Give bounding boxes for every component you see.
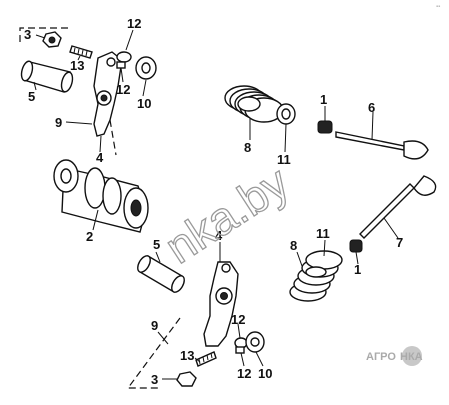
brand-logo-right: НКА — [400, 351, 423, 363]
callout-1-top: 1 — [320, 92, 327, 107]
leader-13-lower — [194, 357, 201, 363]
brand-logo: АГРО НКА — [366, 346, 423, 366]
leader-1-lower — [355, 251, 359, 265]
callout-12-low-a: 12 — [231, 312, 245, 327]
brand-logo-left: АГРО — [366, 351, 396, 363]
leader-12-lower-a — [237, 323, 241, 339]
callout-8-low: 8 — [290, 238, 297, 253]
callout-3-top: 3 — [24, 27, 31, 42]
callout-10-low: 10 — [258, 366, 272, 381]
callout-7: 7 — [396, 235, 403, 250]
leader-2 — [92, 209, 99, 231]
dashed-bracket-upper-right — [109, 119, 117, 156]
leader-6 — [371, 111, 374, 141]
callout-13-top: 13 — [70, 58, 84, 73]
valve-seal-part-1-lower — [349, 239, 363, 253]
leader-4-upper — [99, 135, 102, 153]
callout-5-top: 5 — [28, 89, 35, 104]
callout-11-low: 11 — [316, 226, 330, 241]
adjuster-part-12-upper — [116, 51, 132, 69]
valve-part-7 — [359, 175, 437, 239]
camshaft-part-2 — [53, 159, 149, 233]
nut-part-3-lower — [176, 371, 197, 387]
washer-part-10-lower — [245, 331, 265, 353]
pin-part-5-lower — [137, 255, 185, 293]
leader-12-lower-b — [240, 352, 245, 367]
corner-mark: ▪▪ — [436, 4, 440, 10]
bolt-part-13-upper — [69, 45, 93, 59]
callout-3-low: 3 — [151, 372, 158, 387]
leader-9-lower — [157, 331, 169, 345]
leader-12-upper-b — [120, 67, 124, 83]
valve-cap-part-11-upper — [276, 103, 296, 125]
leader-13-upper — [77, 55, 81, 61]
valve-part-6 — [335, 131, 429, 160]
valve-spring-part-8-lower — [289, 250, 343, 302]
adjuster-part-12-lower — [234, 337, 248, 354]
callout-4-mid: 4 — [215, 228, 223, 243]
leader-5-upper — [33, 81, 37, 91]
watermark-text: nka.by — [156, 156, 298, 273]
leader-9-upper — [65, 121, 93, 125]
dashed-bracket-upper — [19, 27, 70, 42]
leader-7 — [383, 217, 399, 239]
callout-1-low: 1 — [354, 262, 361, 277]
pin-part-5-upper — [20, 60, 74, 93]
callout-9-low: 9 — [151, 318, 158, 333]
valve-spring-part-8-upper — [224, 85, 284, 123]
callout-9-top: 9 — [55, 115, 62, 130]
callout-13-low: 13 — [180, 348, 194, 363]
leader-12-upper-a — [125, 29, 134, 51]
valve-seal-part-1-upper — [317, 120, 333, 134]
callout-8-top: 8 — [244, 140, 251, 155]
callout-4-top: 4 — [96, 150, 104, 165]
callout-12-low-b: 12 — [237, 366, 251, 381]
callout-2: 2 — [86, 229, 93, 244]
leader-8-lower — [296, 251, 303, 267]
leader-10-upper — [142, 79, 147, 97]
brand-logo-badge — [402, 346, 422, 366]
leader-10-lower — [255, 351, 264, 367]
callout-10-top: 10 — [137, 96, 151, 111]
callout-5-mid: 5 — [153, 237, 160, 252]
callout-12-top-a: 12 — [127, 16, 141, 31]
callout-11-top: 11 — [277, 152, 291, 167]
rocker-arm-part-4-lower — [203, 261, 239, 347]
leader-11-lower — [323, 239, 326, 257]
callout-6: 6 — [368, 100, 375, 115]
leader-3-upper — [35, 34, 46, 39]
leader-5-mid — [155, 251, 161, 263]
bolt-part-13-lower — [195, 351, 217, 367]
washer-part-10-upper — [135, 56, 157, 80]
callout-12-top-b: 12 — [116, 82, 130, 97]
leader-11-upper — [284, 123, 287, 153]
nut-part-3-upper — [42, 31, 62, 48]
